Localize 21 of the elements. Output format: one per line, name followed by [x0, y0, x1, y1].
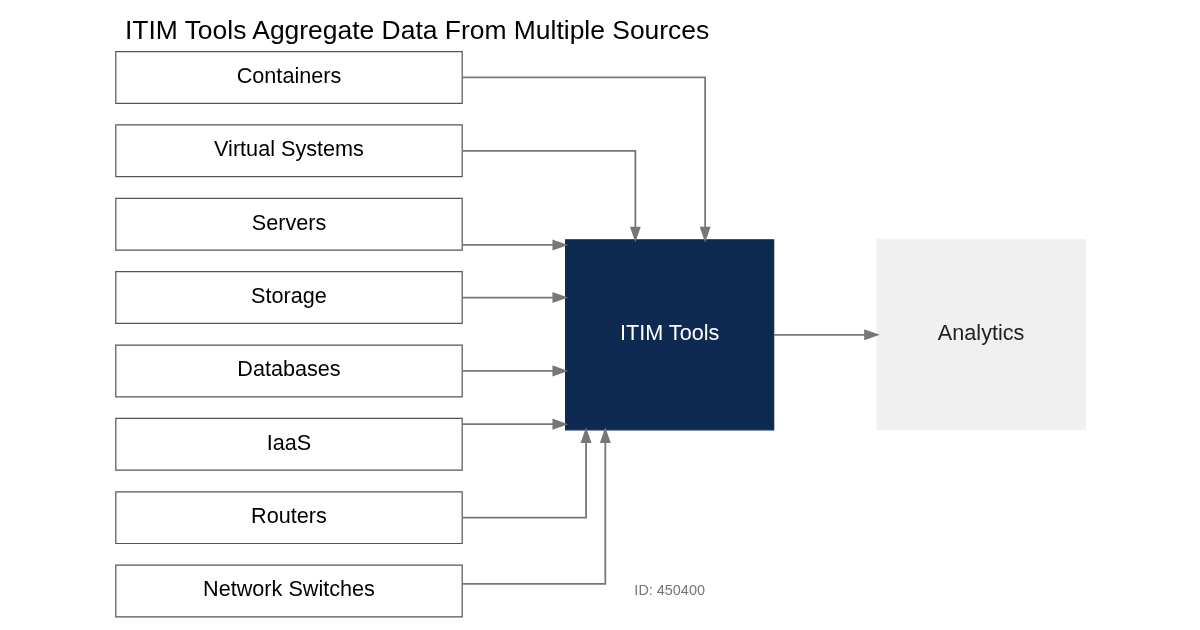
node-box: Analytics	[876, 239, 1086, 431]
arrow	[461, 76, 711, 243]
arrow	[461, 427, 611, 585]
node-box: Storage	[114, 271, 463, 325]
arrow	[460, 427, 592, 519]
diagram-title: ITIM Tools Aggregate Data From Multiple Sources	[124, 15, 709, 46]
arrow	[461, 292, 568, 304]
node-box: IaaS	[114, 417, 463, 471]
node-box: Databases	[114, 344, 463, 398]
node-box: Network Switches	[114, 564, 463, 618]
arrow	[461, 418, 568, 430]
arrow	[461, 149, 641, 243]
arrow	[772, 329, 880, 341]
node-box: Containers	[114, 51, 463, 104]
node-box: ITIM Tools	[564, 239, 774, 431]
arrow	[461, 239, 568, 251]
arrow	[461, 365, 568, 377]
node-box: Virtual Systems	[114, 124, 463, 178]
node-box: Routers	[114, 491, 463, 545]
node-box: Servers	[114, 197, 463, 251]
label: ID: 450400	[633, 581, 705, 598]
